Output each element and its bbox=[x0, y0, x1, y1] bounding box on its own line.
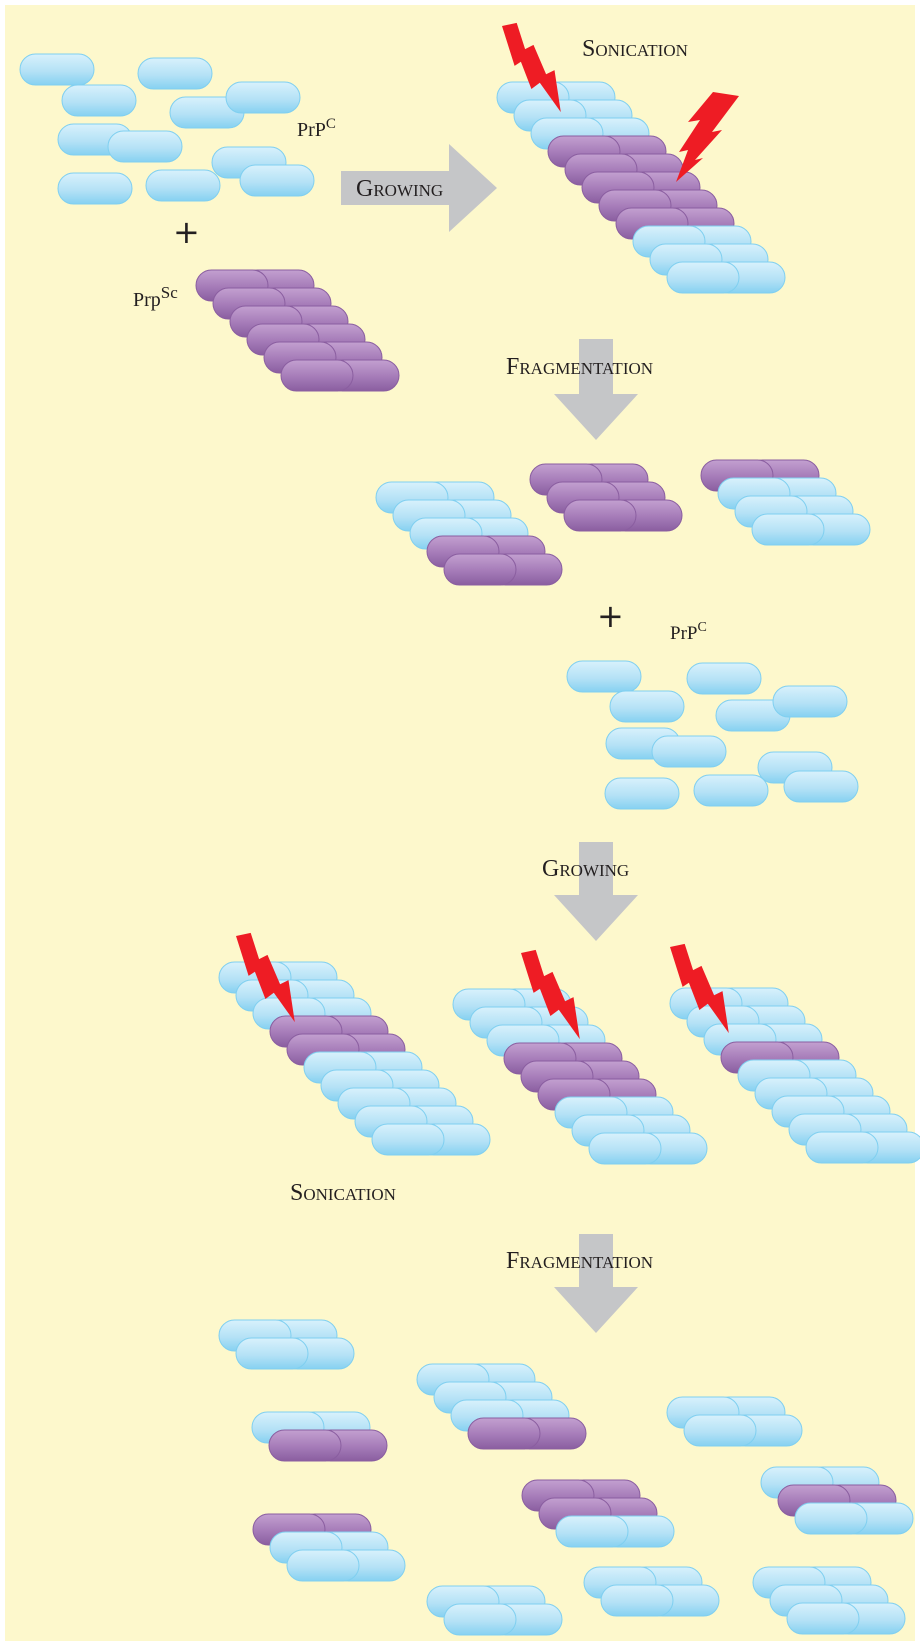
prpc-monomer bbox=[751, 513, 825, 546]
label-prpc-mid-main: PrP bbox=[670, 623, 697, 644]
prpc-monomer bbox=[371, 1123, 445, 1156]
lightning-bolt-icon bbox=[676, 92, 739, 182]
prpc-monomer bbox=[786, 1602, 860, 1635]
label-sonication-top: Sonication bbox=[582, 36, 688, 62]
prpc-monomer bbox=[683, 1414, 757, 1447]
prpsc-monomer bbox=[280, 359, 354, 392]
prpc-monomer bbox=[686, 662, 762, 695]
prpc-monomer bbox=[286, 1549, 360, 1582]
prpc-monomer bbox=[805, 1131, 879, 1164]
growing-arrow-icon bbox=[341, 144, 497, 232]
label-fragmentation-2: Fragmentation bbox=[506, 1248, 653, 1274]
prpc-monomer bbox=[604, 777, 680, 810]
protein-pills bbox=[19, 53, 920, 1636]
label-prpc-top: PrPC bbox=[297, 116, 336, 141]
prpc-monomer bbox=[61, 84, 137, 117]
label-prpsc: PrpSc bbox=[133, 283, 178, 311]
prpc-monomer bbox=[666, 261, 740, 294]
prpc-monomer bbox=[651, 735, 727, 768]
label-sonication-bottom: Sonication bbox=[290, 1180, 396, 1206]
label-prpsc-sup: Sc bbox=[161, 283, 178, 302]
fragmentation-down-arrow-icon bbox=[554, 1234, 638, 1333]
prpc-monomer bbox=[235, 1337, 309, 1370]
prpc-monomer bbox=[588, 1132, 662, 1165]
prpc-monomer bbox=[555, 1515, 629, 1548]
prpc-monomer bbox=[107, 130, 183, 163]
prpc-monomer bbox=[609, 690, 685, 723]
prpc-monomer bbox=[19, 53, 95, 86]
sonication-bolts bbox=[236, 22, 739, 1040]
plus-sign-mid: + bbox=[597, 597, 624, 635]
prpsc-monomer bbox=[268, 1429, 342, 1462]
label-fragmentation-1: Fragmentation bbox=[506, 354, 653, 380]
prpsc-monomer bbox=[467, 1417, 541, 1450]
plus-sign-top: + bbox=[173, 213, 200, 251]
label-prpsc-main: Prp bbox=[133, 289, 161, 311]
lightning-bolt-icon bbox=[236, 932, 295, 1023]
prpc-monomer bbox=[57, 172, 133, 205]
step-arrows bbox=[341, 144, 638, 1333]
prpc-monomer bbox=[225, 81, 301, 114]
prpc-monomer bbox=[566, 660, 642, 693]
prpc-monomer bbox=[145, 169, 221, 202]
lightning-bolt-icon bbox=[521, 949, 580, 1040]
prpc-monomer bbox=[783, 770, 859, 803]
prpc-monomer bbox=[794, 1502, 868, 1535]
prpsc-monomer bbox=[563, 499, 637, 532]
label-prpc-mid: PrPC bbox=[670, 620, 707, 644]
lightning-bolt-icon bbox=[670, 943, 729, 1034]
label-prpc-top-sup: C bbox=[326, 116, 336, 132]
label-growing-horizontal: Growing bbox=[356, 176, 443, 202]
prpc-monomer bbox=[137, 57, 213, 90]
label-prpc-top-main: PrP bbox=[297, 119, 326, 141]
prpc-monomer bbox=[693, 774, 769, 807]
prpsc-monomer bbox=[443, 553, 517, 586]
prpc-monomer bbox=[772, 685, 848, 718]
prpc-monomer bbox=[239, 164, 315, 197]
label-prpc-mid-sup: C bbox=[697, 620, 706, 635]
growing-down-arrow-icon bbox=[554, 842, 638, 941]
prpc-monomer bbox=[443, 1603, 517, 1636]
lightning-bolt-icon bbox=[502, 22, 561, 113]
fragmentation-arrow-icon bbox=[554, 339, 638, 440]
prpc-monomer bbox=[600, 1584, 674, 1617]
label-growing-vertical: Growing bbox=[542, 856, 629, 882]
